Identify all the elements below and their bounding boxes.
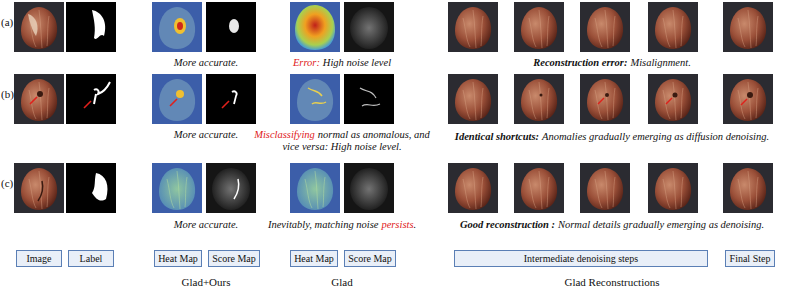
caption-text: persists (381, 219, 413, 230)
row-label: (c) (1, 177, 13, 189)
caption-text: High noise level (323, 57, 391, 68)
caption-line: Glad+Ours (146, 276, 266, 289)
column-box: Label (68, 250, 114, 267)
caption-line: Misclassifyingnormal as anomalous, and v… (253, 129, 431, 153)
column-label: Image (27, 253, 52, 264)
caption-line: Inevitably, matching noisepersists. (252, 219, 432, 231)
group-label: Glad+Ours (182, 276, 231, 288)
caption-line: Identical shortcuts:Anomalies gradually … (437, 131, 787, 143)
caption-text: Anomalies gradually emerging as diffusio… (542, 131, 769, 142)
caption-text: Good reconstruction : (460, 219, 555, 230)
row-label: (b) (1, 88, 14, 100)
caption-text: Misalignment. (630, 57, 690, 68)
caption-text: Inevitably, matching noise (268, 219, 379, 230)
column-label: Score Map (212, 253, 256, 264)
caption-line: (a) (1, 16, 15, 29)
column-label: Heat Map (158, 253, 198, 264)
caption-line: Good reconstruction :Normal details grad… (437, 219, 787, 231)
caption-text: More accurate. (174, 219, 238, 230)
column-label: Final Step (730, 253, 771, 264)
caption-text: Reconstruction error: (533, 57, 627, 68)
caption-text: Misclassifying (254, 129, 315, 140)
caption-line: (b) (1, 88, 15, 101)
caption-line: Glad (302, 276, 382, 289)
caption-text: . (413, 219, 416, 230)
caption-line: Reconstruction error:Misalignment. (442, 57, 782, 69)
caption-text: Identical shortcuts: (455, 131, 539, 142)
column-box: Score Map (344, 250, 396, 267)
caption-text: Error: (293, 57, 320, 68)
column-box: Final Step (725, 250, 775, 267)
caption-line: (c) (1, 177, 15, 190)
column-box: Image (16, 250, 62, 267)
caption-text: More accurate. (174, 57, 238, 68)
row-label: (a) (1, 16, 13, 28)
caption-line: More accurate. (141, 57, 271, 69)
caption-line: Error:High noise level (257, 57, 427, 69)
caption-text: More accurate. (174, 129, 238, 140)
column-label: Label (80, 253, 103, 264)
column-box: Heat Map (290, 250, 338, 267)
column-box: Score Map (208, 250, 260, 267)
group-label: Glad Reconstructions (564, 276, 659, 288)
column-label: Score Map (348, 253, 392, 264)
group-label: Glad (331, 276, 352, 288)
column-label: Intermediate denoising steps (524, 253, 638, 264)
caption-line: More accurate. (141, 129, 271, 141)
column-box: Intermediate denoising steps (454, 250, 708, 267)
column-label: Heat Map (294, 253, 334, 264)
caption-line: More accurate. (141, 219, 271, 231)
caption-text: Normal details gradually emerging as den… (558, 219, 764, 230)
column-box: Heat Map (154, 250, 202, 267)
caption-line: Glad Reconstructions (512, 276, 712, 289)
